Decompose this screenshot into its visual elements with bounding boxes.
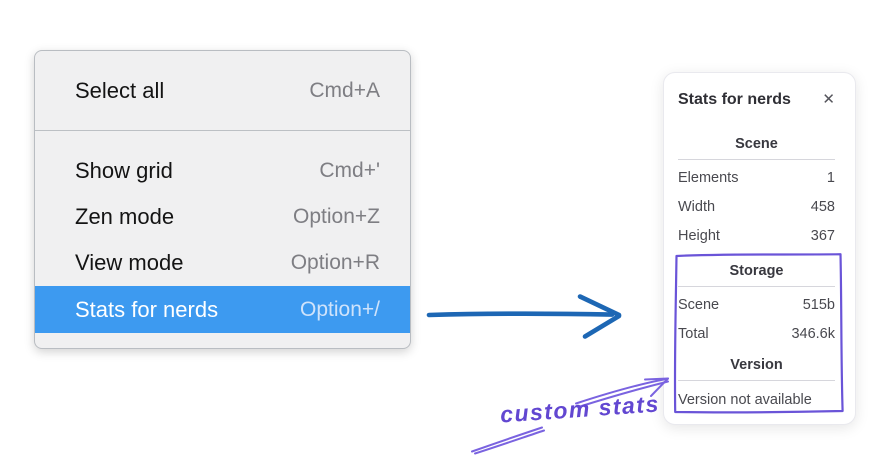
stats-panel-title: Stats for nerds [678, 91, 791, 108]
stat-value: 346.6k [791, 325, 835, 342]
stats-panel: Stats for nerds ✕ Scene Elements 1 Width… [663, 72, 856, 425]
stat-label: Total [678, 325, 709, 342]
stat-row-elements: Elements 1 [678, 163, 835, 192]
close-icon: ✕ [822, 91, 835, 108]
section-header-version: Version [730, 357, 783, 373]
close-button[interactable]: ✕ [822, 89, 835, 111]
pointer-arrow [426, 294, 622, 339]
version-note: Version not available [678, 392, 812, 408]
menu-section-bottom: Show grid Cmd+' Zen mode Option+Z View m… [35, 130, 410, 348]
stat-label: Scene [678, 296, 720, 313]
menu-item-select-all[interactable]: Select all Cmd+A [35, 64, 410, 117]
menu-item-label: View mode [75, 250, 184, 275]
stat-row-total-storage: Total 346.6k [678, 319, 835, 348]
stats-panel-header: Stats for nerds ✕ [678, 89, 835, 111]
menu-section-top: Select all Cmd+A [35, 51, 410, 130]
section-divider [678, 159, 835, 160]
annotation-custom-stats: custom stats [499, 390, 661, 428]
annotation-arrow [471, 377, 669, 455]
menu-item-label: Show grid [75, 158, 173, 183]
scene-stats: Elements 1 Width 458 Height 367 [678, 163, 835, 250]
menu-item-label: Select all [75, 77, 165, 103]
menu-item-view-mode[interactable]: View mode Option+R [35, 240, 410, 286]
menu-item-shortcut: Option+R [290, 251, 380, 274]
context-menu: Select all Cmd+A Show grid Cmd+' Zen mod… [34, 50, 411, 349]
menu-item-stats-for-nerds[interactable]: Stats for nerds Option+/ [35, 286, 410, 333]
section-divider [678, 286, 835, 287]
stat-value: 515b [802, 296, 835, 313]
stat-value: 367 [810, 227, 835, 244]
menu-item-shortcut: Cmd+' [319, 159, 380, 182]
menu-item-shortcut: Option+Z [293, 205, 380, 228]
menu-item-label: Zen mode [75, 204, 175, 229]
stat-label: Width [678, 198, 716, 215]
section-header-scene: Scene [735, 136, 778, 152]
stat-row-width: Width 458 [678, 192, 835, 221]
storage-stats: Scene 515b Total 346.6k [678, 290, 835, 348]
menu-item-shortcut: Option+/ [300, 297, 380, 321]
stat-row-scene-storage: Scene 515b [678, 290, 835, 319]
menu-item-zen-mode[interactable]: Zen mode Option+Z [35, 194, 410, 240]
stat-label: Height [678, 227, 720, 244]
section-header-storage: Storage [729, 263, 784, 279]
menu-item-label: Stats for nerds [75, 296, 219, 322]
stat-row-height: Height 367 [678, 221, 835, 250]
stat-value: 1 [826, 169, 835, 186]
menu-item-shortcut: Cmd+A [309, 78, 380, 102]
section-divider [678, 380, 835, 381]
stat-value: 458 [810, 198, 835, 215]
stat-label: Elements [678, 169, 739, 186]
menu-item-show-grid[interactable]: Show grid Cmd+' [35, 148, 410, 194]
